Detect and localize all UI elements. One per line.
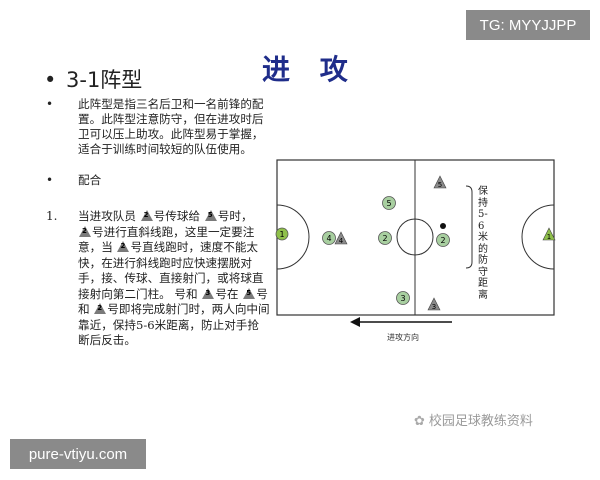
player-marker-2b: 2 (436, 233, 450, 247)
text-part: 当进攻队员 (78, 209, 136, 223)
defending-distance-text: 保持5-6米的防守距离 (478, 186, 488, 301)
triangle-number: 3 (205, 288, 211, 297)
arrow-head-icon (350, 317, 360, 327)
player-marker-2: 2 (378, 231, 392, 245)
ball-icon (440, 223, 446, 229)
item-number: 1. (46, 209, 58, 223)
triangle-player-icon: 3 (202, 287, 215, 299)
bullet-icon: • (46, 173, 54, 187)
channel-tag: TG: MYYJJPP (466, 10, 590, 40)
svg-text:2: 2 (440, 236, 445, 245)
text-part: 号直线跑时，速度不能太快，在进行斜线跑时应快速摆脱对手，接、传球、直接射门，或将… (78, 240, 264, 301)
cooperation-label: 配合 (78, 173, 102, 187)
triangle-number: 2 (82, 226, 87, 235)
triangle-player-icon: 2 (140, 210, 153, 221)
svg-text:4: 4 (326, 234, 331, 243)
opponent-marker-4: 4 (334, 231, 348, 245)
svg-text:1: 1 (279, 230, 284, 239)
triangle-player-icon: 2 (79, 225, 91, 237)
svg-text:5: 5 (386, 199, 391, 208)
triangle-player-icon: 5 (243, 287, 256, 299)
triangle-number: 2 (97, 304, 103, 312)
text-part: 号和 (78, 286, 268, 317)
heading-text: 3-1阵型 (66, 68, 143, 92)
wechat-icon: ✿ (414, 414, 425, 429)
triangle-player-icon: 2 (117, 241, 130, 252)
player-marker-5: 5 (382, 196, 396, 210)
bullet-icon: • (46, 97, 54, 111)
svg-text:5: 5 (438, 181, 442, 189)
center-circle (396, 218, 434, 256)
text-part: 号即将完成射门时，两人向中间靠近，保持5-6米距离，防止对手抢断后反击。 (78, 302, 270, 347)
opponent-marker-5: 5 (433, 175, 447, 189)
player-marker-3: 3 (396, 291, 410, 305)
svg-text:3: 3 (432, 303, 436, 311)
site-tag: pure-vtiyu.com (10, 439, 146, 469)
opponent-marker-3: 3 (427, 297, 441, 311)
left-penalty-area (276, 204, 310, 270)
text-part: 号进行直斜线跑，这里一定要注意，当 (78, 224, 255, 255)
svg-text:2: 2 (382, 234, 387, 243)
triangle-player-icon: 5 (204, 210, 217, 221)
player-marker-4: 4 (322, 231, 336, 245)
formation-description: 此阵型是指三名后卫和一名前锋的配置。此阵型注意防守，但在进攻时后卫可以压上助攻。… (78, 97, 264, 156)
svg-text:1: 1 (547, 233, 551, 241)
right-penalty-area (521, 204, 555, 270)
text-part: 号时， (217, 209, 253, 223)
svg-text:4: 4 (339, 237, 344, 245)
opponent-marker-1: 1 (542, 227, 556, 241)
formation-heading: • 3-1阵型 (44, 64, 142, 94)
triangle-number: 5 (246, 288, 252, 297)
text-part: 号传球给 (153, 209, 201, 223)
triangle-player-icon: 2 (94, 303, 107, 314)
arrow-label: 进攻方向 (387, 332, 419, 342)
distance-bracket (465, 185, 473, 269)
slide-title: 进 攻 (262, 53, 358, 86)
goalkeeper-marker: 1 (275, 227, 289, 241)
triangle-number: 2 (120, 242, 126, 250)
triangle-number: 2 (143, 211, 149, 219)
svg-text:3: 3 (400, 294, 405, 303)
watermark: ✿校园足球教练资料 (414, 410, 533, 429)
text-part: 号在 (215, 286, 239, 301)
triangle-number: 5 (207, 211, 213, 219)
watermark-text: 校园足球教练资料 (428, 414, 533, 429)
bullet-icon: • (44, 68, 57, 92)
